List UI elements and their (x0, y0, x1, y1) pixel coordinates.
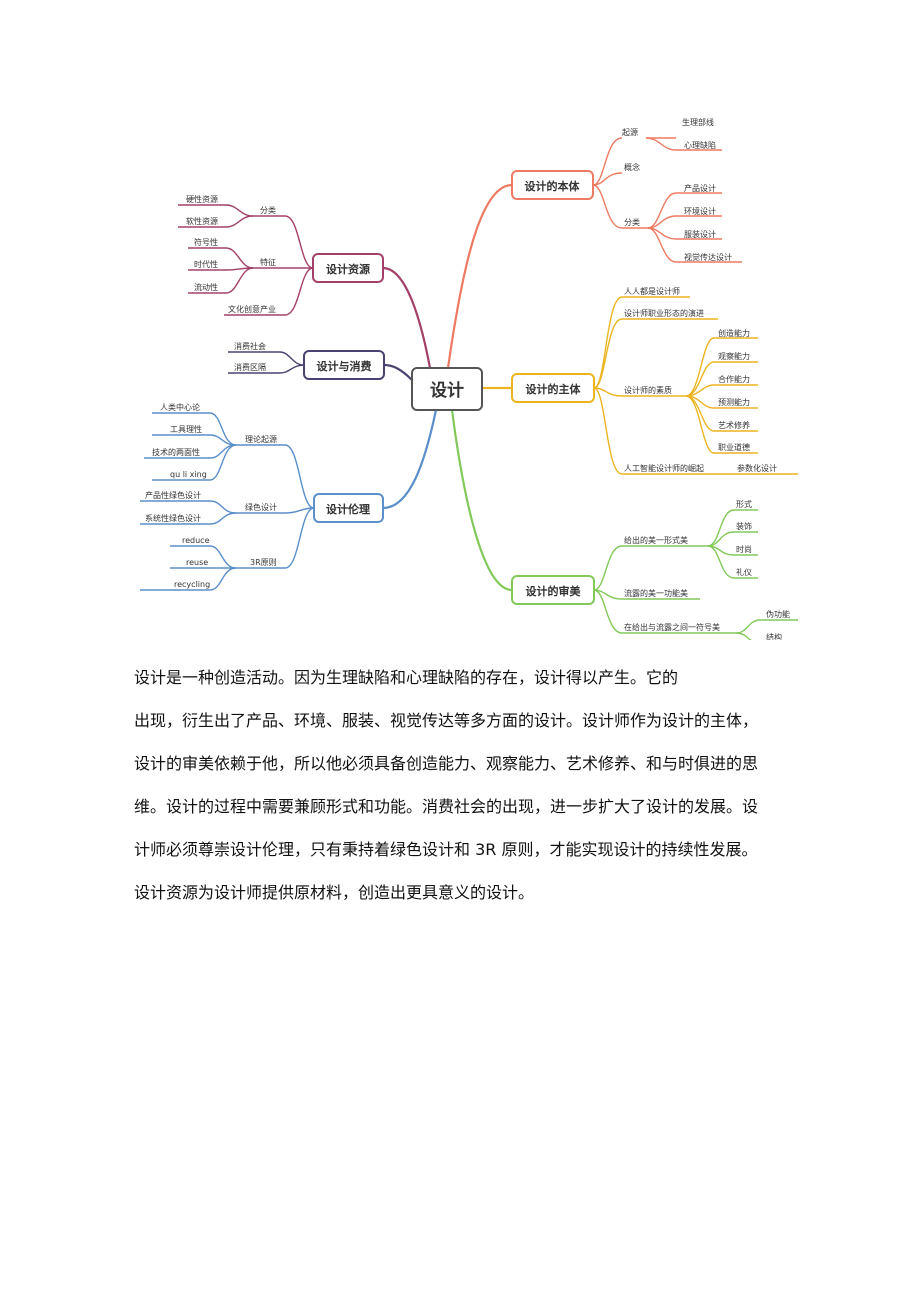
leaf-label: qu li xing (170, 470, 207, 479)
leaf-label: 给出的美一形式美 (624, 535, 688, 545)
paragraph-line: 出现，衍生出了产品、环境、服装、视觉传达等多方面的设计。设计师作为设计的主体， (134, 711, 759, 730)
node-consumption-label: 设计与消费 (317, 359, 372, 373)
leaf-label: 工具理性 (170, 424, 202, 434)
leaf-label: 观察能力 (718, 351, 750, 361)
leaf-label: 服装设计 (684, 229, 716, 239)
leaf-label: 形式 (736, 499, 752, 509)
node-ethics: 设计伦理 (313, 493, 384, 523)
leaf-label: 伪功能 (766, 609, 790, 619)
leaf-label: 消费区隔 (234, 362, 266, 372)
mind-map: 设计 设计的本体 设计的主体 设计的审美 设计资源 设计与消费 设计伦理 起源 … (140, 117, 798, 640)
paragraph-line: 设计的审美依赖于他，所以他必须具备创造能力、观察能力、艺术修养、和与时俱进的思 (134, 754, 759, 773)
leaf-label: 流动性 (194, 282, 218, 292)
leaf-label: 流露的美一功能美 (624, 588, 688, 598)
leaf-label: 技术的两面性 (152, 447, 200, 457)
leaf-label: 视觉传达设计 (684, 252, 732, 262)
leaf-label: 人类中心论 (160, 402, 200, 412)
leaf-label: 生理部线 (682, 117, 714, 127)
leaf-label: 合作能力 (718, 374, 750, 384)
leaf-label: 礼仪 (736, 567, 752, 577)
leaf-label: 结构 (766, 632, 782, 640)
leaf-label: 起源 (622, 128, 638, 137)
leaf-label: 硬性资源 (186, 194, 218, 204)
leaf-label: 系统性绿色设计 (145, 513, 201, 523)
leaf-label: 消费社会 (234, 341, 266, 351)
paragraph-line: 计师必须尊崇设计伦理，只有秉持着绿色设计和 3R 原则，才能实现设计的持续性发展… (134, 840, 758, 859)
leaf-label: 在给出与流露之间一符号美 (624, 622, 720, 632)
link-consumption (382, 363, 414, 382)
leaf-label: 时尚 (736, 544, 752, 554)
paragraph-line: 设计是一种创造活动。因为生理缺陷和心理缺陷的存在，设计得以产生。它的 (134, 668, 679, 687)
node-subject: 设计的主体 (511, 373, 595, 403)
paragraph-line: 维。设计的过程中需要兼顾形式和功能。消费社会的出现，进一步扩大了设计的发展。设 (134, 797, 759, 816)
leaf-label: 职业道德 (718, 442, 750, 452)
node-ontology-label: 设计的本体 (525, 179, 581, 193)
link-ontology (446, 183, 514, 370)
leaf-label: recycling (174, 580, 210, 589)
node-subject-label: 设计的主体 (526, 382, 582, 396)
leaf-label: 心理缺陷 (684, 140, 716, 150)
leaf-label: 软性资源 (186, 216, 218, 226)
leaf-label: 文化创意产业 (228, 304, 276, 314)
leaf-label: 产品设计 (684, 183, 716, 193)
leaf-label: 概念 (624, 162, 640, 172)
leaf-label: 设计师职业形态的演进 (624, 308, 704, 318)
link-aesthetic (450, 408, 514, 592)
summary-paragraph: 设计是一种创造活动。因为生理缺陷和心理缺陷的存在，设计得以产生。它的 出现，衍生… (134, 660, 814, 918)
link-resource (381, 266, 432, 370)
leaf-label: 人人都是设计师 (624, 286, 680, 296)
node-ethics-label: 设计伦理 (326, 502, 370, 516)
leaf-label: 人工智能设计师的崛起 (624, 463, 704, 473)
leaf-label: 艺术修养 (718, 420, 750, 430)
center-node: 设计 (411, 367, 483, 411)
leaf-label: 符号性 (194, 237, 218, 247)
node-aesthetic-label: 设计的审美 (526, 584, 582, 598)
leaf-label: 特征 (260, 257, 276, 267)
leaf-label: 3R原则 (250, 557, 277, 567)
leaf-label: 分类 (624, 217, 640, 227)
leaf-label: 时代性 (194, 259, 218, 269)
leaf-label: reduce (182, 536, 210, 545)
leaf-label: 环境设计 (684, 206, 716, 216)
leaf-label: 绿色设计 (245, 502, 277, 512)
leaf-label: 分类 (260, 205, 276, 215)
leaf-label: 产品性绿色设计 (145, 490, 201, 500)
node-resource: 设计资源 (312, 253, 384, 283)
leaf-label: 装饰 (736, 521, 752, 531)
leaf-label: 创造能力 (718, 328, 750, 338)
paragraph-line: 设计资源为设计师提供原材料，创造出更具意义的设计。 (134, 883, 535, 902)
center-label: 设计 (430, 380, 464, 401)
node-ontology: 设计的本体 (511, 170, 594, 200)
node-aesthetic: 设计的审美 (511, 575, 595, 605)
node-resource-label: 设计资源 (326, 262, 370, 276)
link-ethics (381, 408, 438, 510)
leaf-label: 参数化设计 (737, 463, 777, 473)
leaf-label: 理论起源 (245, 434, 277, 444)
leaf-label: 设计师的素质 (624, 385, 672, 395)
leaf-label: reuse (186, 558, 208, 567)
leaf-label: 预测能力 (718, 397, 750, 407)
node-consumption: 设计与消费 (303, 350, 385, 380)
